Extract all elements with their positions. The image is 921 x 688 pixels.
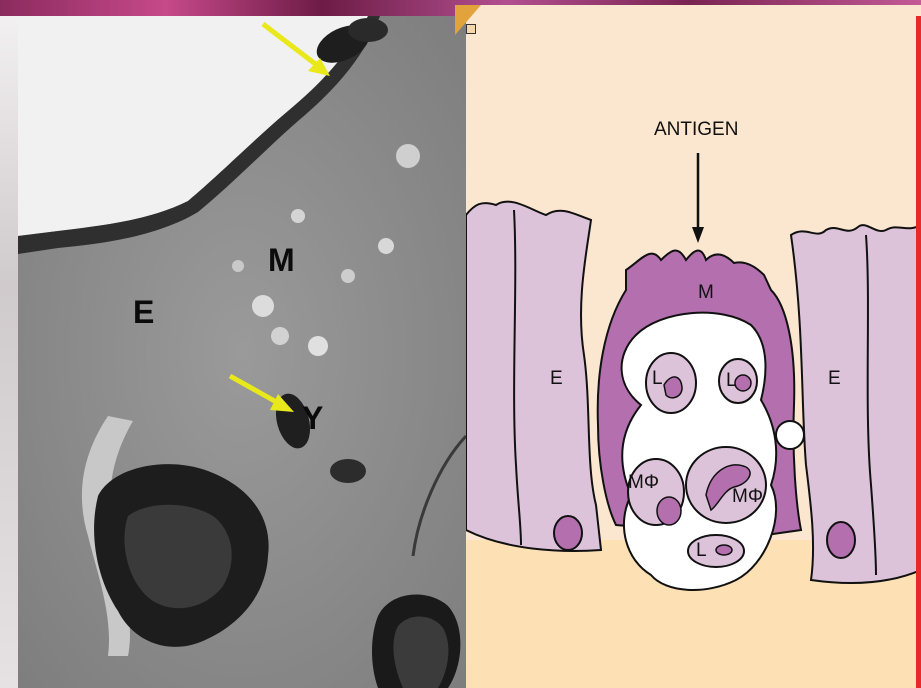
label-macrophage-left: MΦ bbox=[628, 473, 659, 492]
diagram-illustration bbox=[466, 5, 921, 688]
m-cell-diagram-panel: ANTIGEN M E E L L MΦ MΦ L bbox=[466, 5, 921, 688]
label-macrophage-right: MΦ bbox=[732, 487, 763, 506]
label-m-cell: M bbox=[698, 283, 714, 302]
antigen-label: ANTIGEN bbox=[654, 120, 738, 139]
micrograph-image bbox=[18, 16, 466, 688]
label-y-micrograph: Y bbox=[302, 402, 323, 434]
label-l-top-right: L bbox=[726, 371, 737, 390]
right-border bbox=[916, 16, 921, 688]
label-e-left: E bbox=[550, 369, 563, 388]
left-border bbox=[0, 16, 18, 688]
label-m-micrograph: M bbox=[268, 244, 295, 276]
label-l-top-left: L bbox=[652, 369, 663, 388]
label-e-right: E bbox=[828, 369, 841, 388]
label-l-bottom: L bbox=[696, 541, 707, 560]
epithelial-cell-left bbox=[466, 202, 601, 551]
epithelial-cell-right bbox=[791, 225, 921, 583]
electron-micrograph-panel: E M Y bbox=[18, 16, 466, 688]
label-e-micrograph: E bbox=[133, 296, 154, 328]
corner-box-icon bbox=[466, 24, 476, 34]
antigen-arrow-icon bbox=[692, 153, 704, 243]
